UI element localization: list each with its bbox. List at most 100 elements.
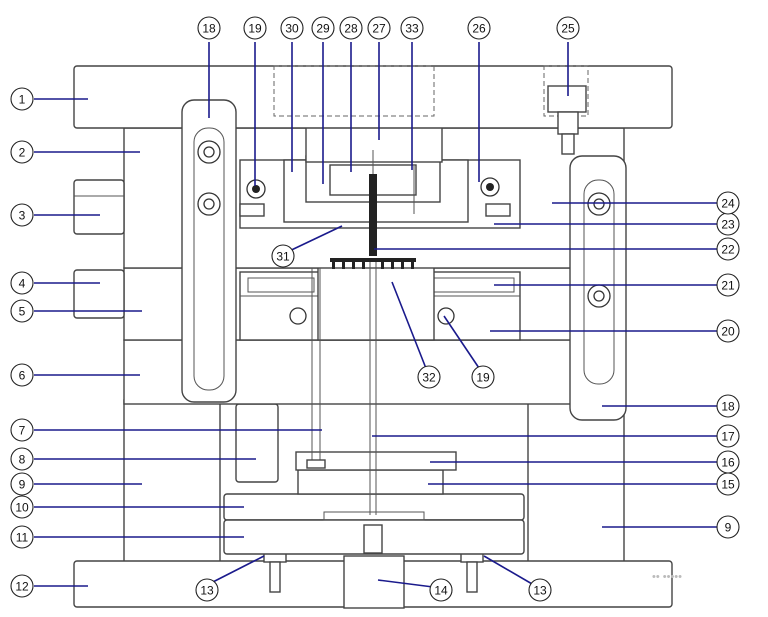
molded-part [330,258,416,269]
callout-c13a: 13 [195,578,219,602]
callout-bubble [716,273,740,297]
callout-number: 12 [15,580,29,594]
callout-number: 16 [721,456,735,470]
callout-c26: 26 [467,16,491,40]
callout-number: 7 [19,424,26,438]
callout-c20: 20 [716,319,740,343]
callout-c21: 21 [716,273,740,297]
callout-bubble [471,365,495,389]
callout-bubble [429,578,453,602]
callout-c19b: 19 [471,365,495,389]
cooling-channel-left [247,277,315,293]
callout-c1: 1 [10,87,34,111]
callout-number: 33 [405,22,419,36]
callout-c13b: 13 [528,578,552,602]
callout-number: 31 [276,250,290,264]
callout-c12: 12 [10,574,34,598]
callout-bubble [556,16,580,40]
callout-c28: 28 [339,16,363,40]
callout-bubble [716,515,740,539]
callout-bubble [10,472,34,496]
callout-c24: 24 [716,191,740,215]
callout-number: 2 [19,146,26,160]
callout-bubble [716,237,740,261]
callout-c30: 30 [280,16,304,40]
callout-c22: 22 [716,237,740,261]
callout-c3: 3 [10,203,34,227]
callout-bubble [243,16,267,40]
callout-bubble [467,16,491,40]
callout-bubble [10,203,34,227]
callout-c9a: 9 [10,472,34,496]
callout-number: 26 [472,22,486,36]
callout-c25: 25 [556,16,580,40]
callout-bubble [400,16,424,40]
location-ring [73,179,125,235]
callout-bubble [339,16,363,40]
callout-number: 22 [721,243,735,257]
callout-number: 27 [372,22,386,36]
callout-number: 19 [248,22,262,36]
callout-c19a: 19 [243,16,267,40]
callout-number: 24 [721,197,735,211]
callout-bubble [716,191,740,215]
callout-number: 18 [202,22,216,36]
callout-c17: 17 [716,424,740,448]
support-rail-left [123,399,221,563]
sprue-recess-outline [273,65,435,117]
callout-bubble [10,299,34,323]
watermark-text: •• ••••• [652,571,682,583]
callout-bubble [10,525,34,549]
callout-number: 6 [19,369,26,383]
callout-c5: 5 [10,299,34,323]
callout-number: 13 [533,584,547,598]
clamp-small-left [239,203,265,217]
callout-number: 25 [561,22,575,36]
callout-number: 1 [19,93,26,107]
callout-c33: 33 [400,16,424,40]
support-rail-right [527,399,625,563]
callout-number: 8 [19,453,26,467]
callout-number: 9 [725,521,732,535]
callout-bubble [716,319,740,343]
leader-lines [34,42,738,589]
callout-c4: 4 [10,271,34,295]
locating-block [73,269,125,319]
callout-c23: 23 [716,212,740,236]
callout-number: 18 [721,400,735,414]
callout-c10: 10 [10,495,34,519]
callout-bubble [528,578,552,602]
callout-number: 14 [434,584,448,598]
callout-number: 10 [15,501,29,515]
callout-bubble [10,574,34,598]
callout-bubble [367,16,391,40]
clamp-small-right [485,203,511,217]
guide-pillar-right [569,155,627,421]
callout-c14: 14 [429,578,453,602]
callout-c29: 29 [311,16,335,40]
callout-bubble [10,495,34,519]
callout-number: 15 [721,478,735,492]
callout-bubble [10,418,34,442]
callout-c32: 32 [417,365,441,389]
callout-bubble [10,140,34,164]
callout-number: 32 [422,371,436,385]
callout-number: 23 [721,218,735,232]
callout-number: 4 [19,277,26,291]
callout-number: 13 [200,584,214,598]
callout-number: 21 [721,279,735,293]
screw-hole-left [289,307,307,325]
callout-bubble [716,394,740,418]
callout-bubble [10,271,34,295]
callout-c6: 6 [10,363,34,387]
callout-number: 3 [19,209,26,223]
callout-c8: 8 [10,447,34,471]
guide-block [235,403,279,483]
top-screw [547,85,587,155]
callout-number: 19 [476,371,490,385]
callout-number: 28 [344,22,358,36]
ejector-plate-slot [323,511,425,521]
